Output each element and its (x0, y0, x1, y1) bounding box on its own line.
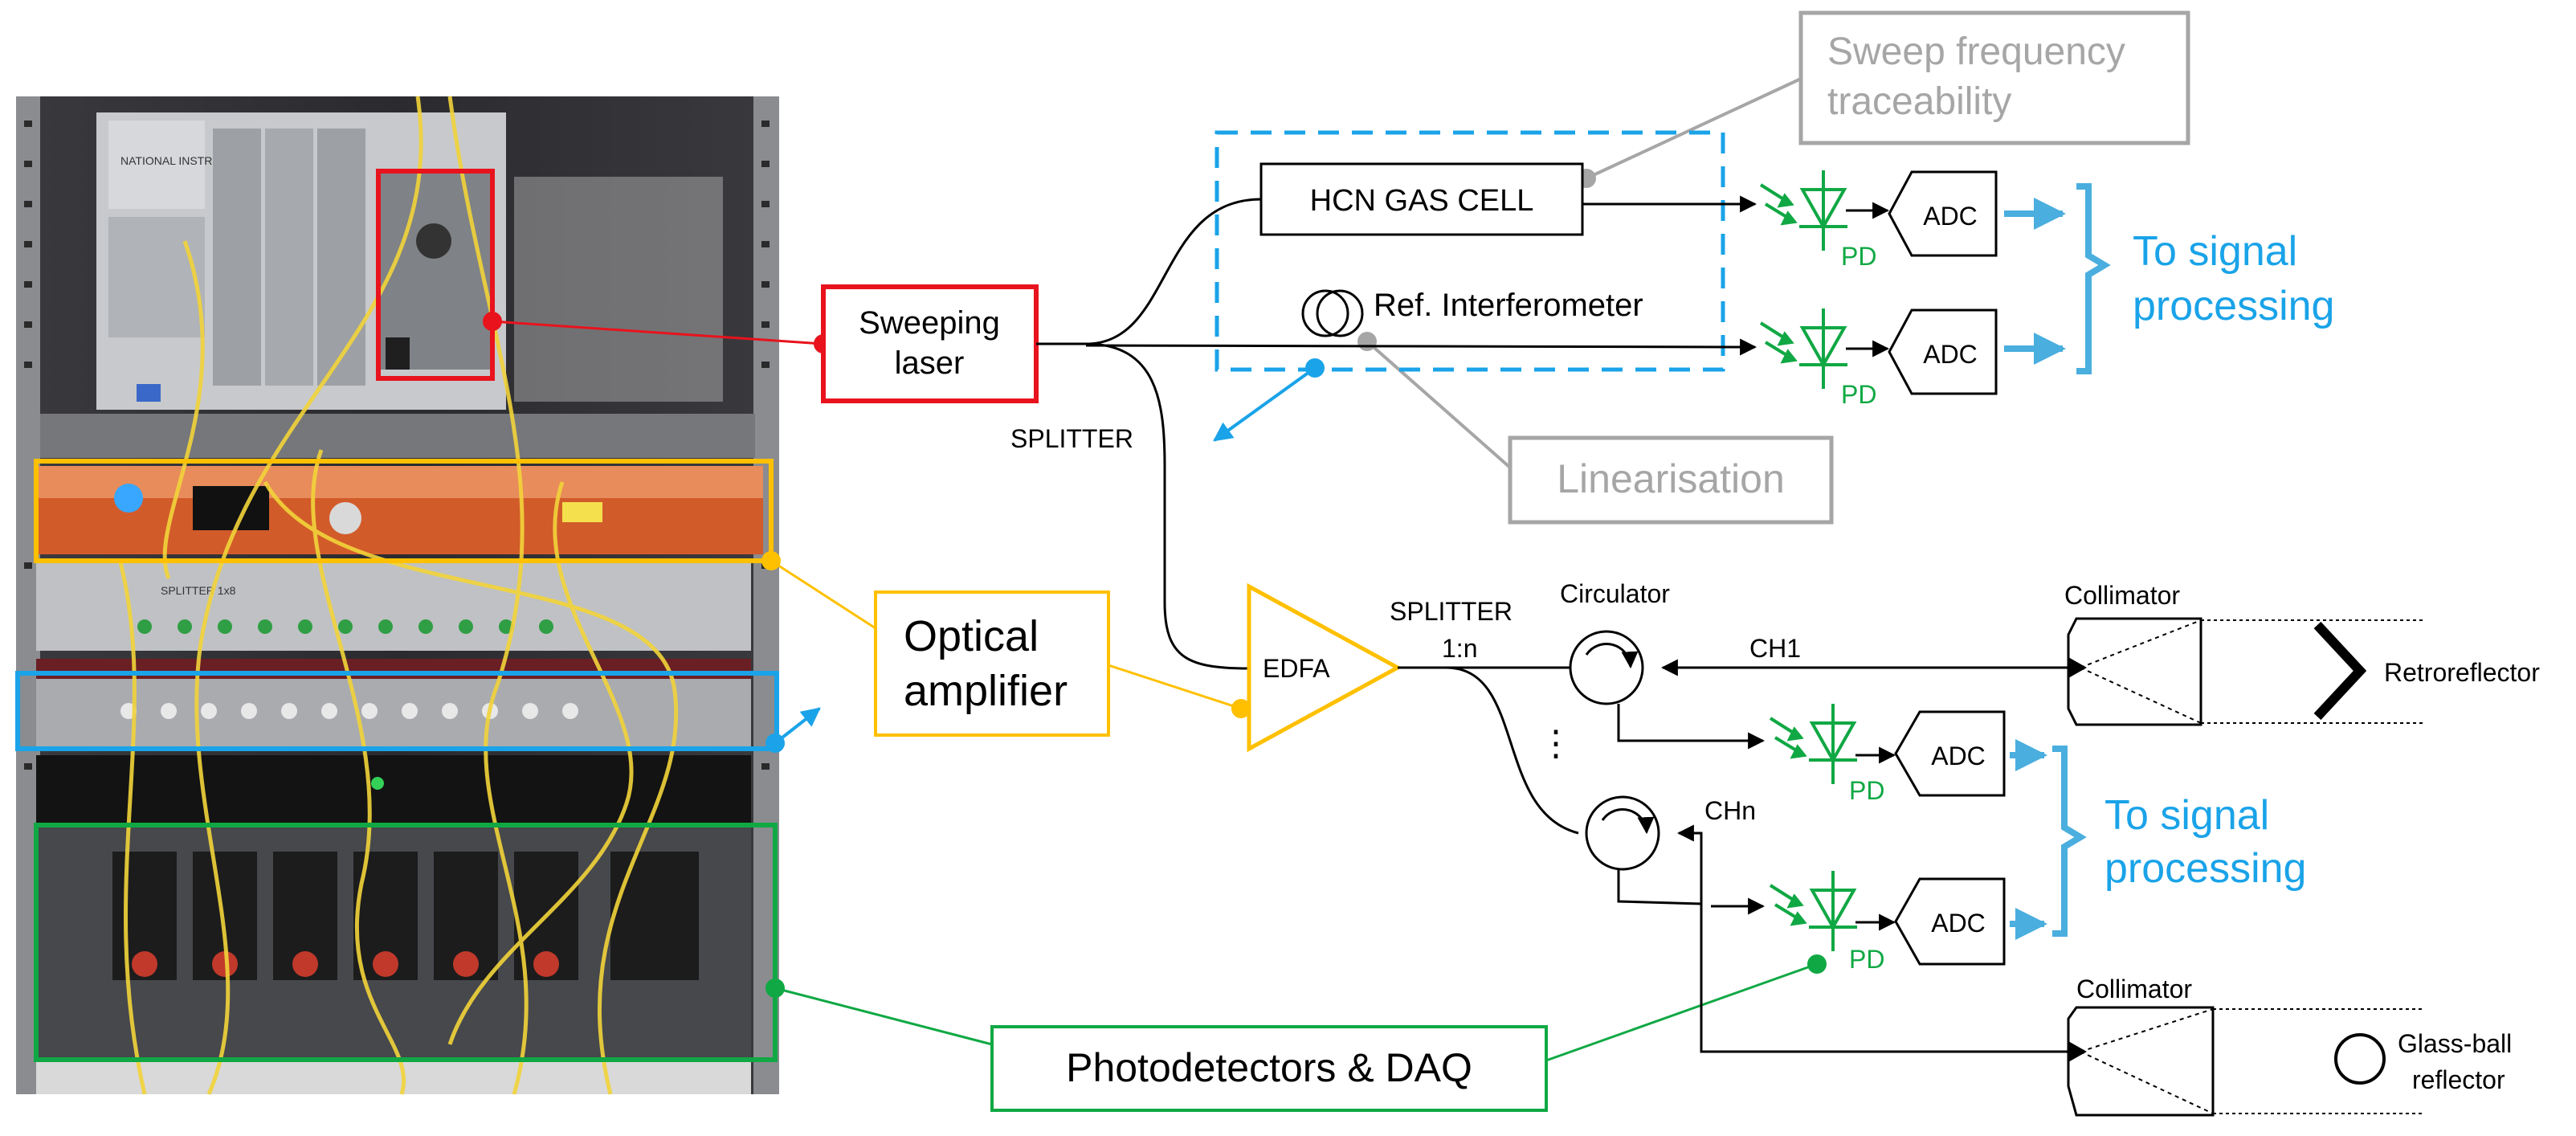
hcn-gas-cell (1259, 162, 1584, 236)
photodetectors-box (990, 1025, 1548, 1112)
splitter-1n-line1: SPLITTER (1390, 597, 1513, 626)
reference-blue-dot (1305, 358, 1325, 378)
splitter-to-hcn (1085, 198, 1262, 345)
amplifier-connector-b (1108, 664, 1242, 710)
retroreflector-label: Retroreflector (2384, 658, 2540, 687)
collimator-2 (2067, 1006, 2215, 1117)
hcn-gas-cell-label: HCN GAS CELL (1310, 184, 1534, 218)
ch1-label: CH1 (1749, 634, 1801, 663)
glassball-line1: Glass-ball (2398, 1029, 2512, 1058)
photodiode-icon (1769, 871, 1857, 951)
photodetectors-label: Photodetectors & DAQ (1066, 1045, 1472, 1090)
splitter-panel (36, 562, 751, 651)
collimator-1-label: Collimator (2064, 581, 2180, 610)
fibre-coil-icon (1301, 289, 1349, 337)
retroreflector-icon (2313, 621, 2367, 721)
pd-connector-dot-1 (765, 979, 785, 998)
adc-4 (1894, 877, 2006, 966)
bottom-signal-line1: To signal (2104, 792, 2269, 839)
adc-2 (1888, 309, 1998, 395)
sweep-traceability-line1: Sweep frequency (1827, 31, 2125, 73)
splitter-panel-label: SPLITTER 1x8 (161, 584, 236, 597)
adc-4-label: ADC (1931, 909, 1986, 938)
pd-connector-dot-2 (1807, 954, 1827, 974)
photo-blue-dot (765, 733, 785, 753)
ref-interferometer-label: Ref. Interferometer (1374, 288, 1643, 323)
laser-connector-dot-1 (483, 312, 502, 331)
bottom-signal-bracket (2052, 746, 2087, 937)
top-signal-line1: To signal (2133, 228, 2297, 275)
bottom-signal-line2: processing (2104, 845, 2306, 892)
splitter-label: SPLITTER (1010, 424, 1133, 453)
top-signal-line2: processing (2133, 283, 2334, 329)
sweeping-laser-highlight (376, 169, 495, 381)
circulator-n-out (1617, 869, 1702, 905)
chn-fibre (1676, 824, 2068, 1053)
adc-1-label: ADC (1923, 202, 1978, 231)
pd-adc-4: PD ADC (1769, 871, 2047, 974)
pd-label-3: PD (1849, 776, 1884, 805)
photodiode-icon (1769, 704, 1857, 784)
pd-adc-2: PD ADC (1759, 309, 2066, 409)
glassball-line2: reflector (2412, 1065, 2505, 1094)
adc-3-label: ADC (1931, 742, 1986, 770)
amplifier-connector-dot-2 (1231, 699, 1251, 718)
edfa-label: EDFA (1263, 654, 1330, 683)
sweeping-laser-box (821, 284, 1039, 403)
reference-section-box (1215, 130, 1725, 372)
reference-blue-arrow (1213, 366, 1317, 442)
photodiode-icon (1759, 309, 1847, 389)
edfa-to-circulator-n (1445, 666, 1579, 835)
amplifier-connector-dot-1 (761, 551, 781, 570)
amplifier-highlight (34, 459, 774, 563)
channel-dots: ⋮ (1538, 724, 1574, 763)
pd-adc-3: PD ADC (1769, 704, 2047, 805)
edfa-amplifier (1247, 582, 1402, 753)
chn-label: CHn (1704, 796, 1756, 825)
adc-1 (1888, 170, 1998, 257)
pd-adc-1: PD ADC (1759, 170, 2066, 271)
sweep-traceability-box (1798, 10, 2190, 145)
circulator-1 (1569, 630, 1644, 705)
optical-amplifier-line1: Optical (904, 612, 1039, 660)
linearisation-pointer-dot (1357, 332, 1377, 351)
photodiode-icon (1759, 170, 1847, 251)
glass-ball-icon (2334, 1033, 2386, 1085)
top-signal-bracket (2076, 183, 2111, 374)
collimator-1 (2067, 617, 2202, 726)
circulator-1-out (1617, 704, 1766, 750)
circulator-highlight (15, 671, 779, 751)
adc-3 (1894, 710, 2006, 797)
linearisation-box (1508, 435, 1834, 525)
laser-connector (492, 320, 824, 345)
traceability-pointer (1586, 77, 1802, 180)
sweeping-laser-line1: Sweeping (859, 305, 1000, 341)
pd-connector-b (1545, 962, 1818, 1062)
linearisation-label: Linearisation (1557, 456, 1785, 501)
linearisation-pointer (1366, 340, 1512, 469)
circulator-n (1585, 795, 1660, 871)
splitter-to-interferometer (1085, 338, 1757, 356)
collimator-2-label: Collimator (2076, 975, 2192, 1003)
optical-amplifier-line2: amplifier (904, 667, 1068, 715)
amplifier-connector-a (770, 559, 876, 630)
adc-2-label: ADC (1923, 340, 1978, 369)
rack-photo: NATIONAL INSTRUMENTS SPLITTER 1x8 (16, 96, 779, 1095)
pd-label-2: PD (1841, 380, 1876, 409)
optical-amplifier-box (874, 590, 1110, 737)
splitter-to-edfa (1085, 342, 1250, 670)
pd-label-4: PD (1849, 945, 1884, 974)
pd-connector-a (774, 987, 993, 1046)
splitter-1n-line2: 1:n (1442, 634, 1477, 663)
sweeping-laser-line2: laser (895, 345, 965, 381)
sweep-traceability-line2: traceability (1827, 80, 2011, 123)
pd-label-1: PD (1841, 242, 1876, 271)
photodetector-highlight (34, 823, 778, 1062)
circulator-label: Circulator (1560, 579, 1670, 608)
